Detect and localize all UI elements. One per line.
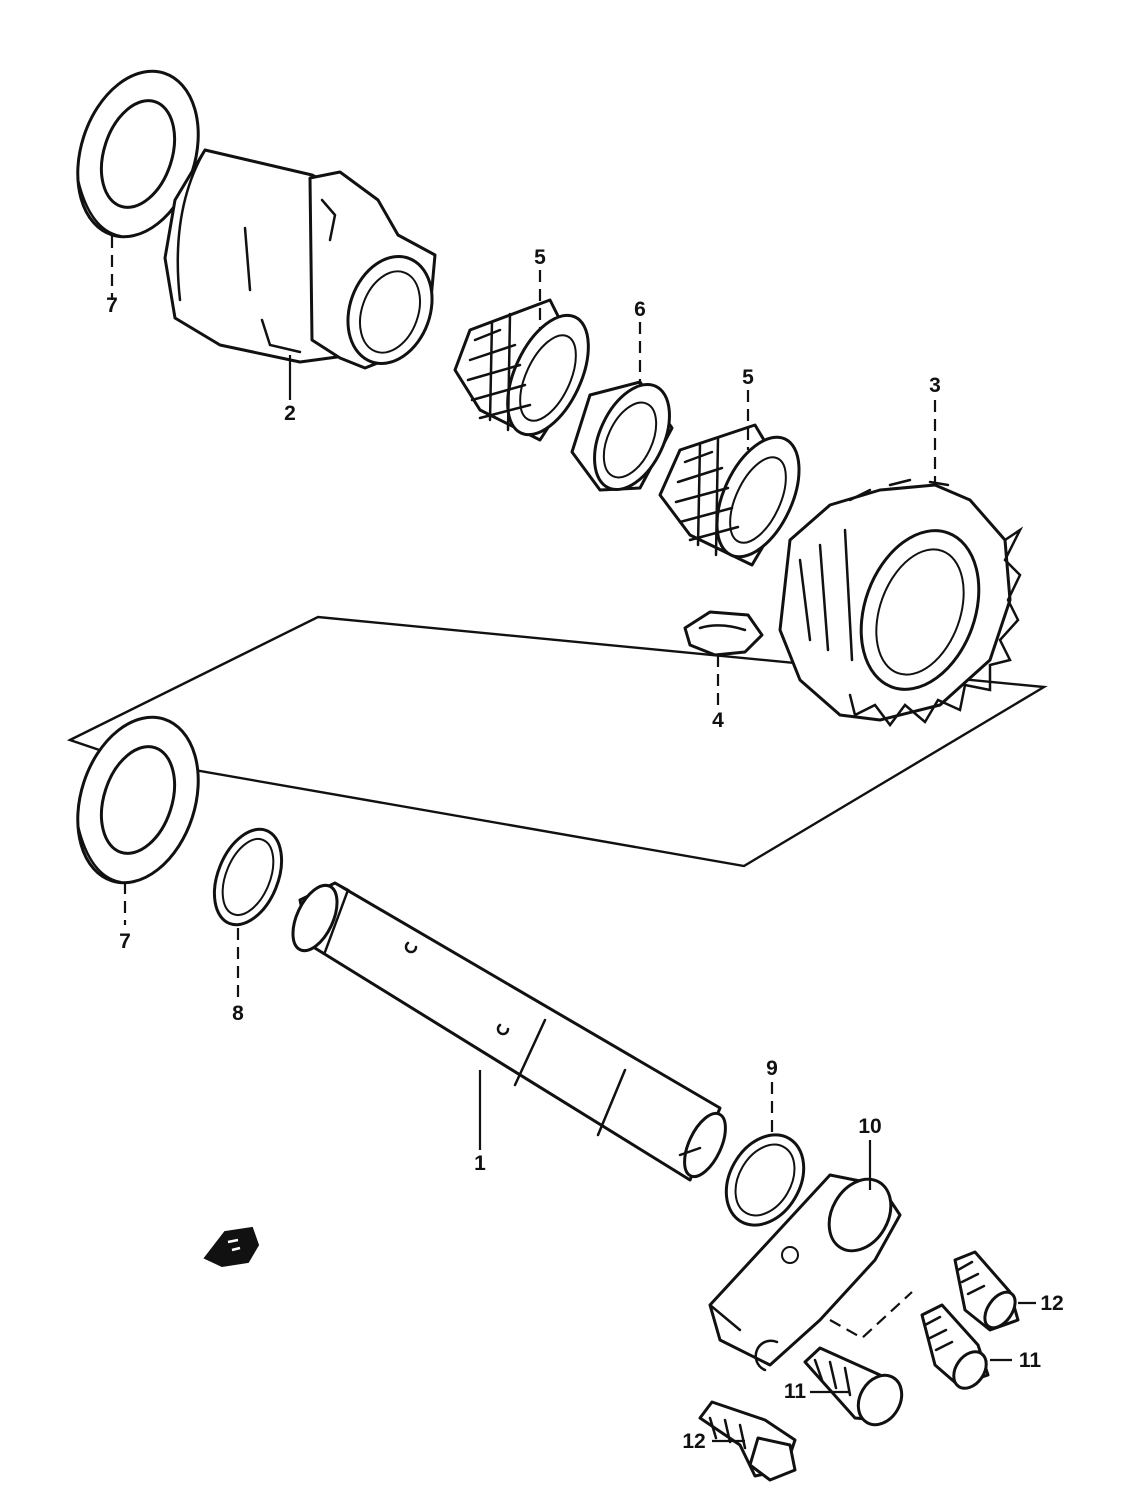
lever-10 [708,1173,902,1372]
callout-10: 10 [858,1115,881,1138]
callout-7-lower: 7 [119,930,131,953]
bolt-11-lower [803,1346,904,1427]
gear-3 [778,478,1024,728]
needle-bearing-5-upper [453,298,590,442]
bolt-12-right [953,1250,1020,1332]
seal-7-upper [76,69,200,239]
callout-5-lower: 5 [742,366,754,389]
oring-8 [212,827,284,927]
callout-11-right: 11 [1019,1349,1042,1372]
callout-6: 6 [634,298,646,321]
callout-2: 2 [284,402,296,425]
callout-4: 4 [712,709,724,732]
front-direction-arrow-icon [203,1226,260,1268]
callout-11-lower: 11 [784,1380,807,1403]
callout-1: 1 [474,1152,486,1175]
callout-5-upper: 5 [534,246,546,269]
callout-9: 9 [766,1057,778,1080]
callout-3: 3 [929,374,941,397]
key-4 [683,610,764,657]
callout-8: 8 [232,1002,244,1025]
callout-12-lower: 12 [682,1430,705,1453]
seal-7-lower [76,715,200,885]
housing-2 [163,148,437,370]
bolt-11-right [920,1303,990,1390]
callout-7-upper: 7 [106,294,118,317]
spacer-6 [570,380,674,492]
shaft-1 [291,881,727,1182]
oring-9 [724,1133,806,1227]
callout-12-right: 12 [1040,1292,1063,1315]
bolt-12-lower [698,1400,797,1482]
lever-bolt-link [829,1291,913,1340]
needle-bearing-5-lower [658,423,801,567]
